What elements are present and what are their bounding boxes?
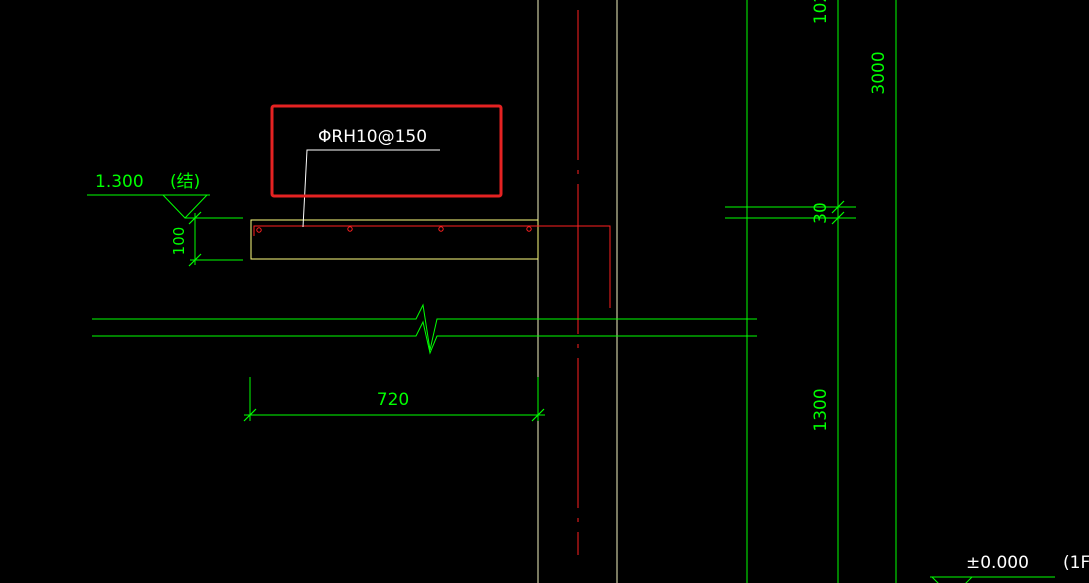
- dim-height-label: 3000: [869, 51, 889, 94]
- slab: [250, 219, 611, 308]
- dim-tick: [531, 408, 545, 422]
- ground-elevation-label: ±0.000: [966, 553, 1029, 573]
- elevation-triangle: [162, 194, 208, 219]
- vertical-dimension-ticks: [725, 200, 856, 225]
- slab-width-label: 720: [377, 390, 409, 410]
- break-line-lower: [92, 320, 757, 355]
- dim-lower-label: 1300: [811, 388, 831, 431]
- ground-note-label: (1F: [1063, 553, 1089, 573]
- dim-top-partial-label: 102: [811, 0, 831, 24]
- rebar-spec-label: ΦRH10@150: [318, 127, 427, 147]
- rebar-line: [253, 225, 611, 308]
- wall-lines: [537, 0, 897, 583]
- dim-tick: [188, 253, 202, 267]
- break-line-upper: [92, 303, 757, 351]
- rebar-leader: [302, 149, 440, 228]
- elevation-marker: [87, 194, 243, 219]
- ground-elevation-marker: [930, 576, 1055, 583]
- dim-tick: [831, 200, 845, 214]
- leader-line: [302, 149, 440, 228]
- floor-break-line: [92, 303, 757, 355]
- width-dimension: [243, 377, 545, 422]
- dim-tick: [188, 211, 202, 225]
- rebar-dot: [347, 226, 353, 232]
- ground-triangle: [931, 576, 973, 583]
- dim-tick: [831, 211, 845, 225]
- level-note: (结): [170, 172, 200, 192]
- highlight-box[interactable]: [270, 104, 503, 198]
- dim-tick: [243, 408, 257, 422]
- slab-outline: [250, 219, 539, 260]
- level-elevation: 1.300: [95, 172, 144, 192]
- rebar-dot: [526, 226, 532, 232]
- slab-thickness-label: 100: [170, 227, 188, 256]
- rebar-dot: [438, 226, 444, 232]
- dim-small-label: 30: [811, 202, 831, 224]
- rebar-dot: [256, 227, 262, 233]
- thickness-dimension: [188, 211, 243, 267]
